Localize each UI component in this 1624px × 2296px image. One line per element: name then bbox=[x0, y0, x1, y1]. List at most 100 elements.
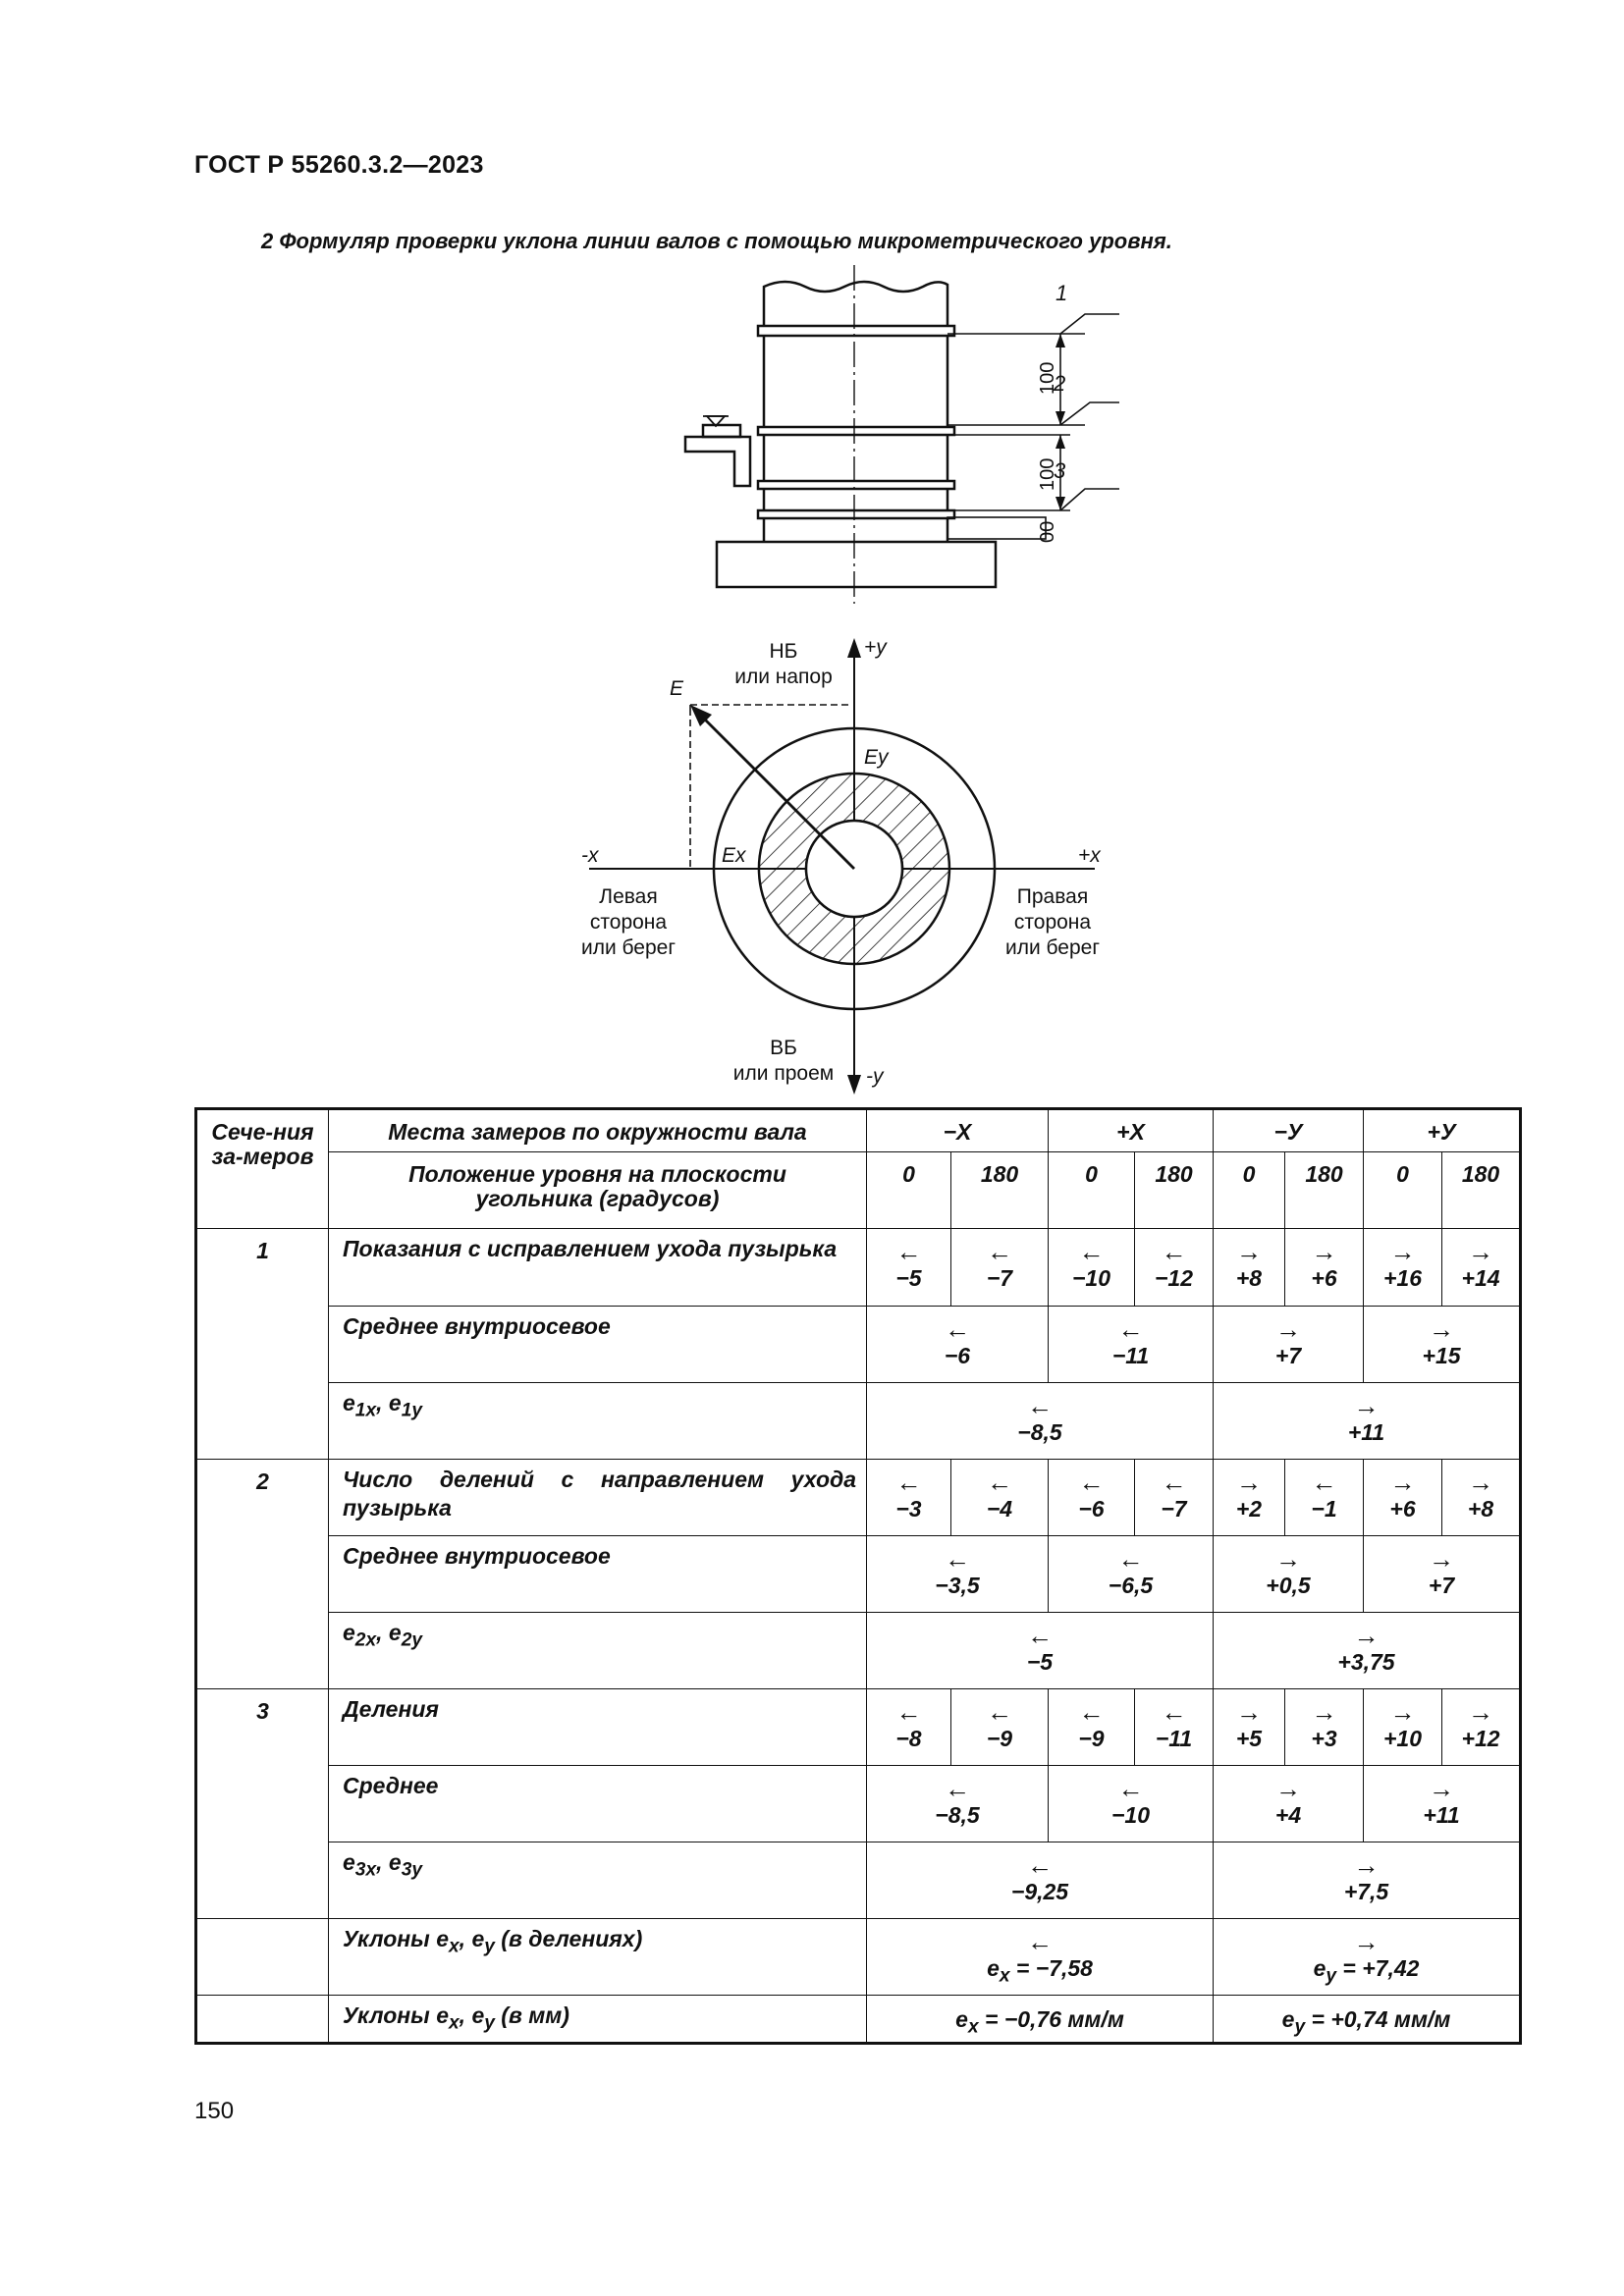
value-cell: ←−7 bbox=[1134, 1459, 1214, 1536]
row-label: Среднее внутриосевое bbox=[328, 1535, 867, 1613]
average-cell: →+15 bbox=[1363, 1306, 1522, 1383]
axis-plus-x: +x bbox=[1078, 844, 1102, 867]
value-cell: →+14 bbox=[1441, 1228, 1522, 1307]
figure-caption: 2 Формуляр проверки уклона линии валов с… bbox=[261, 229, 1172, 253]
header-angle: 0 bbox=[1213, 1151, 1285, 1229]
row-label-slopes-mm: Уклоны ex, ey (в мм) bbox=[328, 1995, 867, 2044]
row-label: Среднее bbox=[328, 1765, 867, 1842]
result-cell: ←−8,5 bbox=[866, 1382, 1214, 1460]
average-cell: ←−6 bbox=[866, 1306, 1049, 1383]
average-cell: →+7 bbox=[1212, 1306, 1365, 1383]
average-cell: ←−8,5 bbox=[866, 1765, 1049, 1842]
value-cell: →+16 bbox=[1363, 1228, 1443, 1307]
value-cell: →+8 bbox=[1213, 1228, 1285, 1307]
label-right-3: или берег bbox=[1005, 936, 1100, 959]
dimension-100-upper: 100 bbox=[1037, 362, 1058, 395]
row-label-slopes-div: Уклоны ex, ey (в делениях) bbox=[328, 1918, 867, 1996]
row-label: Деления bbox=[328, 1688, 867, 1766]
slope-ex-cell: ←ex = −7,58 bbox=[866, 1918, 1214, 1996]
header-angle: 180 bbox=[1283, 1151, 1365, 1229]
value-cell: ←−8 bbox=[866, 1688, 951, 1766]
header-places: Места замеров по окружности вала bbox=[328, 1108, 867, 1152]
callout-2: 2 bbox=[1053, 371, 1065, 396]
average-cell: →+0,5 bbox=[1212, 1535, 1365, 1613]
row-label-e3: e3x, e3y bbox=[328, 1842, 867, 1919]
header-angle: 180 bbox=[950, 1151, 1049, 1229]
row-label: Среднее внутриосевое bbox=[328, 1306, 867, 1383]
slope-ey-mm-cell: ey = +0,74 мм/м bbox=[1212, 1995, 1522, 2044]
average-cell: →+4 bbox=[1212, 1765, 1365, 1842]
measurement-table: Сече-ния за-меров Места замеров по окруж… bbox=[194, 1107, 1523, 2045]
label-vb: ВБ bbox=[770, 1037, 797, 1059]
average-cell: ←−3,5 bbox=[866, 1535, 1049, 1613]
section-number: 1 bbox=[195, 1228, 329, 1460]
row-label: Показания с исправлением ухода пузырька bbox=[328, 1228, 867, 1307]
average-cell: →+11 bbox=[1363, 1765, 1522, 1842]
average-cell: ←−11 bbox=[1048, 1306, 1214, 1383]
header-angle: 0 bbox=[1048, 1151, 1135, 1229]
page-number: 150 bbox=[194, 2098, 235, 2124]
row-label-e1: e1x, e1y bbox=[328, 1382, 867, 1460]
header-group-minus-x: −X bbox=[866, 1108, 1049, 1152]
value-cell: →+10 bbox=[1363, 1688, 1443, 1766]
value-cell: ←−12 bbox=[1134, 1228, 1214, 1307]
value-cell: →+12 bbox=[1441, 1688, 1522, 1766]
average-cell: →+7 bbox=[1363, 1535, 1522, 1613]
empty-cell bbox=[195, 1918, 329, 1996]
empty-cell bbox=[195, 1995, 329, 2044]
value-cell: ←−11 bbox=[1134, 1688, 1214, 1766]
value-cell: ←−9 bbox=[1048, 1688, 1135, 1766]
label-right-2: сторона bbox=[1014, 911, 1092, 934]
label-left-3: или берег bbox=[581, 936, 676, 959]
value-cell: →+3 bbox=[1283, 1688, 1365, 1766]
label-left-2: сторона bbox=[590, 911, 668, 934]
slope-ex-mm-cell: ex = −0,76 мм/м bbox=[866, 1995, 1214, 2044]
result-cell: →+11 bbox=[1212, 1382, 1522, 1460]
callout-1: 1 bbox=[1056, 281, 1067, 305]
value-cell: ←−9 bbox=[950, 1688, 1049, 1766]
value-cell: ←−4 bbox=[950, 1459, 1049, 1536]
header-angle: 180 bbox=[1441, 1151, 1522, 1229]
row-label-e2: e2x, e2y bbox=[328, 1612, 867, 1689]
value-cell: ←−5 bbox=[866, 1228, 951, 1307]
result-cell: →+3,75 bbox=[1212, 1612, 1522, 1689]
header-group-minus-y: −У bbox=[1212, 1108, 1365, 1152]
shaft-diagram: 1 2 3 100 100 00 bbox=[683, 265, 1119, 604]
header-position: Положение уровня на плоскости угольника … bbox=[328, 1151, 867, 1229]
document-header: ГОСТ Р 55260.3.2—2023 bbox=[194, 151, 484, 179]
value-cell: →+6 bbox=[1363, 1459, 1443, 1536]
label-proem: или проем bbox=[733, 1062, 834, 1085]
label-right-1: Правая bbox=[1017, 885, 1088, 908]
result-cell: →+7,5 bbox=[1212, 1842, 1522, 1919]
value-cell: →+2 bbox=[1213, 1459, 1285, 1536]
header-angle: 180 bbox=[1134, 1151, 1214, 1229]
header-sections: Сече-ния за-меров bbox=[195, 1108, 329, 1229]
vector-ex-label: Ex bbox=[722, 844, 747, 867]
value-cell: ←−10 bbox=[1048, 1228, 1135, 1307]
slope-ey-cell: →ey = +7,42 bbox=[1212, 1918, 1522, 1996]
value-cell: ←−7 bbox=[950, 1228, 1049, 1307]
dimension-00: 00 bbox=[1037, 521, 1058, 543]
axis-minus-y: -y bbox=[866, 1065, 885, 1088]
header-group-plus-y: +У bbox=[1363, 1108, 1522, 1152]
section-number: 3 bbox=[195, 1688, 329, 1919]
value-cell: →+6 bbox=[1283, 1228, 1365, 1307]
row-label: Число делений с направлением ухода пузыр… bbox=[328, 1459, 867, 1536]
value-cell: ←−6 bbox=[1048, 1459, 1135, 1536]
header-angle: 0 bbox=[1363, 1151, 1443, 1229]
label-nb: НБ bbox=[770, 640, 798, 663]
vector-e-label: E bbox=[670, 677, 684, 700]
circle-diagram: НБ или напор ВБ или проем Левая сторона … bbox=[581, 636, 1102, 1095]
value-cell: ←−1 bbox=[1283, 1459, 1365, 1536]
value-cell: ←−3 bbox=[866, 1459, 951, 1536]
axis-minus-x: -x bbox=[581, 844, 600, 867]
callout-3: 3 bbox=[1054, 458, 1066, 483]
section-number: 2 bbox=[195, 1459, 329, 1689]
header-group-plus-x: +X bbox=[1048, 1108, 1214, 1152]
label-left-1: Левая bbox=[599, 885, 657, 908]
result-cell: ←−9,25 bbox=[866, 1842, 1214, 1919]
axis-plus-y: +y bbox=[864, 636, 888, 659]
label-napor: или напор bbox=[734, 666, 833, 688]
vector-ey-label: Ey bbox=[864, 746, 890, 769]
average-cell: ←−10 bbox=[1048, 1765, 1214, 1842]
